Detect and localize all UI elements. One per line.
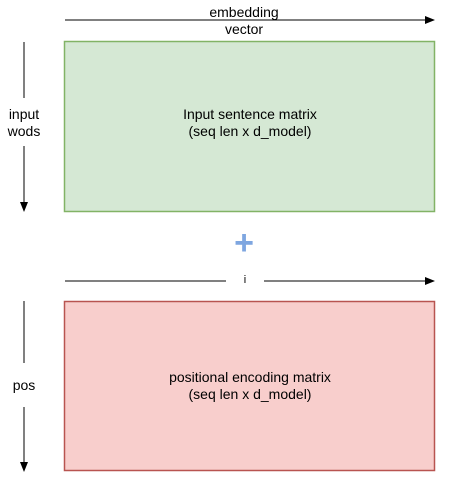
input-sentence-matrix-box — [63, 40, 436, 213]
embedding-vector-label-line1: embedding — [209, 4, 279, 20]
plus-sign: + — [234, 224, 254, 262]
input-words-label-line1: input — [8, 106, 40, 122]
input-sentence-matrix-dims: (seq len x d_model) — [188, 123, 312, 139]
i-axis-label: i — [243, 274, 247, 286]
input-sentence-matrix-title: Input sentence matrix — [183, 106, 317, 122]
positional-encoding-matrix-title: positional encoding matrix — [169, 369, 331, 385]
embedding-vector-label: embedding vector — [184, 4, 304, 38]
input-words-label: input wods — [0, 106, 48, 140]
pos-label: pos — [12, 377, 36, 393]
input-sentence-matrix-text: Input sentence matrix (seq len x d_model… — [65, 106, 435, 140]
input-words-label-line2: wods — [7, 123, 41, 139]
positional-encoding-matrix-dims: (seq len x d_model) — [188, 386, 312, 402]
positional-encoding-matrix-text: positional encoding matrix (seq len x d_… — [65, 369, 435, 403]
positional-encoding-matrix-box — [63, 300, 436, 472]
embedding-vector-label-line2: vector — [224, 21, 264, 37]
